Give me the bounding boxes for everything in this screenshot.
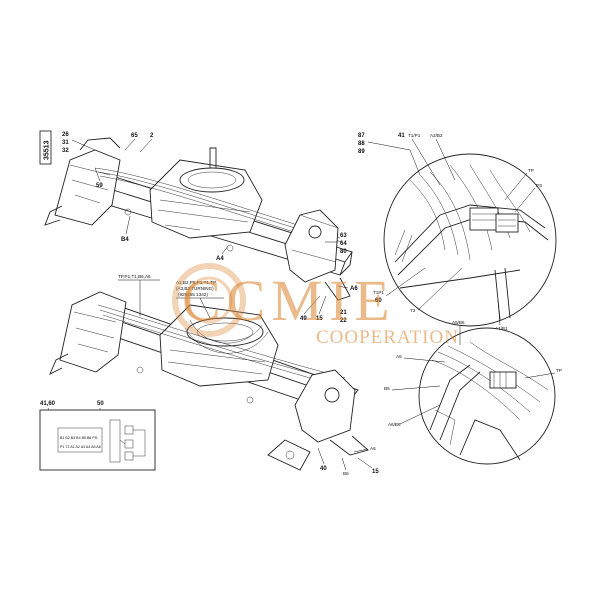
bottom-callouts: TP,P1,T1,B6,A6 A2,B2,P8,P1,T1,TP (A3,B3 … [40,274,379,476]
bottom-detail-circle [418,327,556,465]
callout-part-no: (929855 1342) [178,292,208,297]
callout-59: 59 [96,183,103,189]
callout-2: 2 [150,133,154,139]
watermark: CCMIE COOPERATION [172,263,459,348]
callout-a5: A5 [396,354,402,359]
callout-t1p1: T1/P1 [408,133,421,138]
callout-a1b1: A1/B1 [495,326,508,331]
bottom-detail-callouts: A5/B5 A5 B5 TP A6/B6 [384,320,562,427]
callout-31: 31 [62,140,69,146]
callout-89: 89 [358,149,365,155]
callout-t1p1-60: T1P1 [373,290,384,295]
top-callouts: 26 31 32 65 2 59 B4 A4 63 64 80 49 15 A6… [62,132,358,324]
callout-15-bottom: 15 [372,469,379,475]
top-detail-circle [383,153,557,327]
callout-a2b2: A2/B2 [430,133,443,138]
callout-b5: B5 [384,386,390,391]
callout-t3: T3 [410,308,416,313]
bottom-boom-assembly [49,291,369,471]
callout-63: 63 [340,233,347,239]
top-detail-callouts: 87 88 89 41 T1/P1 A2/B2 TP PS T1P1 60 T3… [358,133,542,331]
watermark-brand: CCMIE [182,268,396,333]
callout-22: 22 [340,318,347,324]
valve-block-inset: B1 B2 B3 B4 B5 B6 PS P1 T1 A1 A2 A3 A4 A… [39,409,156,471]
callout-a2-list: A2,B2,P8,P1,T1,TP [176,280,216,285]
callout-a6-top: A6 [350,286,358,292]
callout-41-60: 41,60 [40,401,56,407]
inset-top-row: B1 B2 B3 B4 B5 B6 PS [60,436,98,440]
callout-tp-top: TP [528,168,534,173]
callout-b4: B4 [121,237,129,243]
callout-ps: PS [536,183,542,188]
callout-50: 50 [97,401,104,407]
callout-60: 60 [375,298,382,304]
callout-a3b3: (A3,B3 TURNING) [176,286,214,291]
callout-80: 80 [340,249,347,255]
callout-tp-bottom: TP [556,368,562,373]
callout-40: 40 [320,466,327,472]
callout-a6-bottom: A6 [370,446,376,451]
callout-41-top: 41 [398,133,405,139]
callout-65: 65 [131,133,138,139]
callout-tp-list: TP,P1,T1,B6,A6 [118,274,151,279]
figure-number: 35513 [44,140,51,160]
callout-a5b5: A5/B5 [452,320,465,325]
callout-b6: B6 [343,471,349,476]
callout-a6b6: A6/B6 [388,422,401,427]
inset-bottom-row: P1 T1 A1 A2 A3 A4 A5 A6 [60,445,101,449]
callout-26: 26 [62,132,69,138]
callout-15: 15 [316,316,323,322]
figure-number-box: 35513 [39,130,52,165]
top-boom-assembly [44,137,353,301]
callout-64: 64 [340,241,347,247]
callout-32: 32 [62,148,69,154]
callout-21: 21 [340,310,347,316]
callout-49: 49 [300,316,307,322]
watermark-sub: COOPERATION [316,327,459,348]
callout-88: 88 [358,141,365,147]
callout-87: 87 [358,133,365,139]
callout-a4: A4 [216,256,224,262]
